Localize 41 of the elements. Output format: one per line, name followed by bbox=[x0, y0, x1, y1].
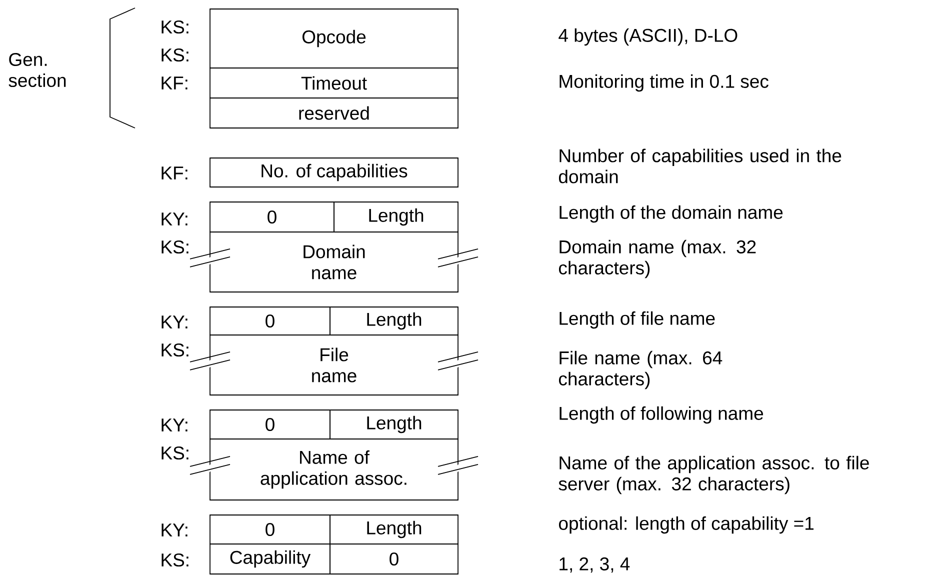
description: 1, 2, 3, 4 bbox=[560, 557, 630, 573]
field-cell: Opcode bbox=[210, 8, 458, 68]
field-type: KY: bbox=[162, 418, 188, 432]
field-type: KS: bbox=[162, 446, 188, 460]
field-type: KS: bbox=[162, 240, 188, 254]
section-label: Gen. section bbox=[8, 52, 66, 88]
description: Number of capabilities used in the domain bbox=[558, 148, 842, 184]
field-cell: 0 bbox=[210, 202, 334, 232]
description: Length of file name bbox=[560, 311, 715, 329]
field-cell: Capability bbox=[210, 544, 330, 574]
description: Name of the application assoc. to file server (max. 32 characters) bbox=[558, 456, 869, 494]
field-cell: No. of capabilities bbox=[210, 158, 458, 188]
field-cell: Length bbox=[334, 202, 458, 232]
field-type: KY: bbox=[162, 316, 188, 328]
field-type: KS: bbox=[162, 20, 188, 34]
description: 4 bytes (ASCII), D-LO bbox=[558, 28, 738, 46]
description: optional: length of capability =1 bbox=[558, 516, 814, 534]
description: Length of following name bbox=[560, 406, 764, 424]
field-type: KF: bbox=[162, 166, 188, 180]
field-type: KS: bbox=[162, 48, 188, 62]
field-type: KF: bbox=[162, 76, 188, 90]
description: File name (max. 64 characters) bbox=[558, 350, 722, 390]
field-cell: Length bbox=[330, 306, 458, 336]
field-type: KY: bbox=[162, 212, 188, 226]
field-cell: Name of application assoc. bbox=[210, 438, 458, 500]
field-cell: reserved bbox=[210, 98, 458, 128]
field-cell: 0 bbox=[210, 410, 330, 440]
field-type: KS: bbox=[162, 343, 188, 357]
field-cell: Domain name bbox=[210, 232, 458, 292]
field-cell: Length bbox=[330, 514, 458, 544]
field-cell: Timeout bbox=[210, 68, 458, 98]
description: Monitoring time in 0.1 sec bbox=[560, 74, 768, 92]
field-cell: 0 bbox=[210, 514, 330, 544]
field-type: KY: bbox=[162, 524, 188, 536]
field-type: KS: bbox=[162, 553, 188, 567]
description: Domain name (max. 32 characters) bbox=[558, 240, 756, 278]
field-cell: 0 bbox=[330, 544, 458, 574]
field-cell: Length bbox=[330, 410, 458, 440]
description: Length of the domain name bbox=[560, 205, 783, 223]
field-cell: File name bbox=[210, 334, 458, 396]
field-cell: 0 bbox=[210, 306, 330, 336]
